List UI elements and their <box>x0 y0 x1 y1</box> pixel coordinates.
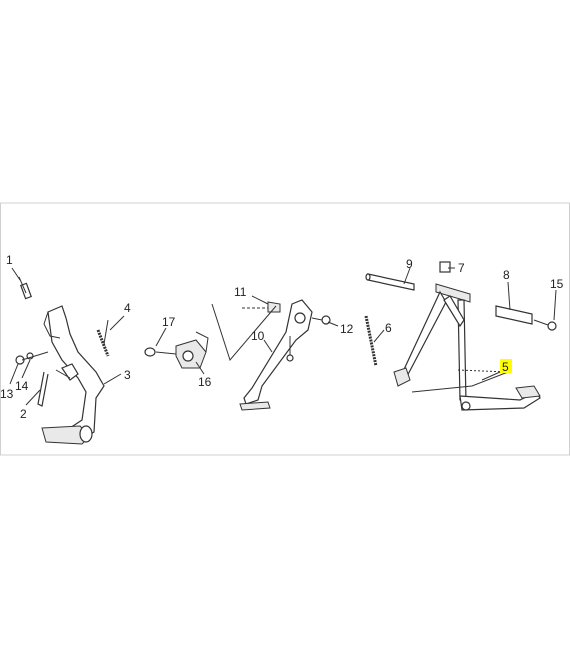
callout-14: 14 <box>15 379 29 393</box>
side-stand-group <box>144 299 331 411</box>
pivot-bolt-part-11 <box>267 301 281 313</box>
callout-7: 7 <box>458 261 465 275</box>
callout-11: 11 <box>234 285 247 299</box>
center-stand-part-5 <box>393 283 541 411</box>
callout-5-highlight <box>500 359 512 373</box>
brake-pedal-group <box>15 276 110 445</box>
callout-13: 13 <box>0 387 14 401</box>
cotter-pin-part-2 <box>37 371 49 407</box>
callout-9: 9 <box>406 257 413 271</box>
callout-8: 8 <box>503 268 510 282</box>
callout-2: 2 <box>20 407 27 421</box>
switch-bracket-part-16 <box>175 331 209 369</box>
bolt-part-17 <box>144 347 156 357</box>
callout-4: 4 <box>124 301 131 315</box>
callout-3: 3 <box>124 368 131 382</box>
side-stand-part-10 <box>239 299 313 411</box>
nut-part-13 <box>15 355 25 365</box>
leader-lines <box>9 267 557 406</box>
callout-12: 12 <box>340 322 354 336</box>
block-part-7 <box>439 261 451 273</box>
callout-10: 10 <box>251 329 265 343</box>
callout-17: 17 <box>162 315 176 329</box>
pin-part-1 <box>18 276 32 300</box>
callout-1: 1 <box>6 253 13 267</box>
center-stand-group <box>364 261 557 411</box>
nut-part-15 <box>547 321 557 331</box>
bushing-part-8 <box>495 305 533 325</box>
callout-16: 16 <box>198 375 212 389</box>
shaft-part-9 <box>365 273 415 291</box>
spring-part-6 <box>364 315 378 367</box>
callout-6: 6 <box>385 321 392 335</box>
callouts: 1 2 3 4 5 6 7 8 9 10 11 12 13 14 15 16 1… <box>0 253 564 421</box>
callout-15: 15 <box>550 277 564 291</box>
callout-5: 5 <box>502 360 509 374</box>
brake-pedal-arm <box>41 305 105 445</box>
return-spring-part-4 <box>96 319 110 357</box>
